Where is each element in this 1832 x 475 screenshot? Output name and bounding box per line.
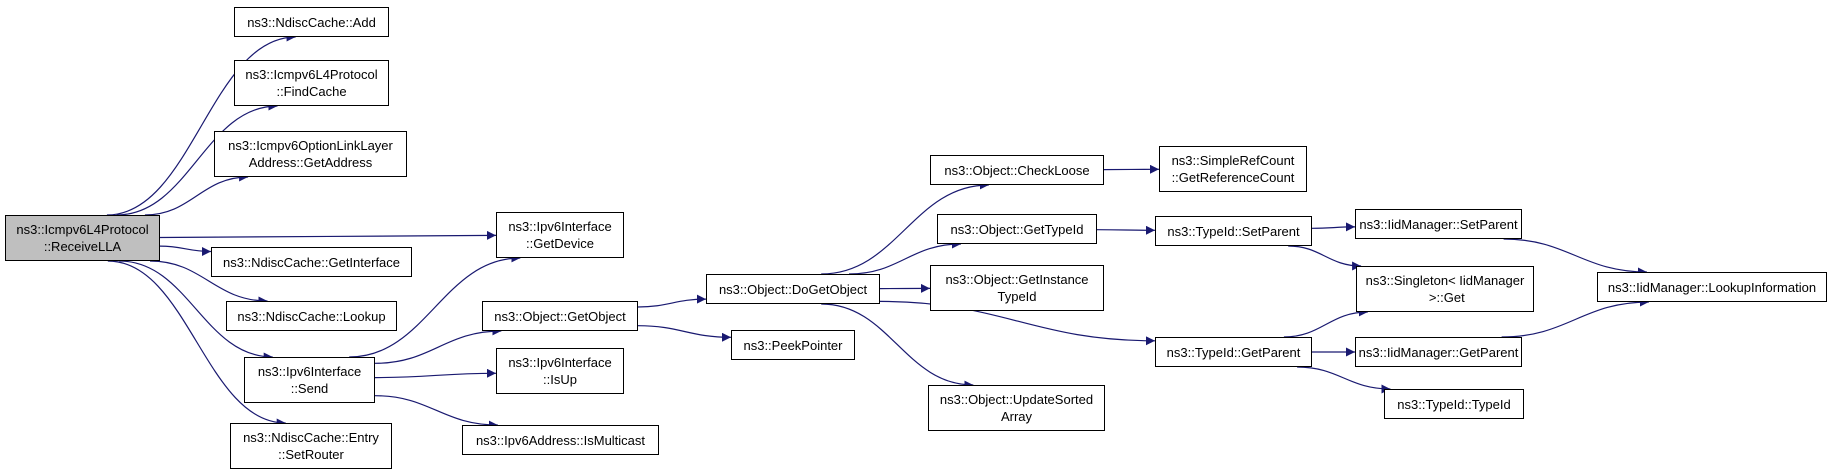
node-ipv6interface-send-label-line: ::Send (290, 381, 329, 396)
edge-getobject-to-peekpointer (637, 325, 732, 342)
edge-getobject-to-dogetobject (637, 294, 707, 308)
node-simplerefcount-getreferencecount[interactable]: ns3::SimpleRefCount::GetReferenceCount (1159, 146, 1307, 192)
node-ipv6interface-isup[interactable]: ns3::Ipv6Interface::IsUp (496, 348, 624, 394)
node-typeid-setparent[interactable]: ns3::TypeId::SetParent (1155, 216, 1312, 246)
edge-receive_lla-to-setrouter (107, 260, 286, 428)
node-ndisccache-entry-setrouter[interactable]: ns3::NdiscCache::Entry::SetRouter (230, 423, 392, 469)
edge-typeid_setparent-to-iid_setparent (1311, 222, 1356, 232)
node-icmpv6l4protocol-findcache-label-line: ::FindCache (276, 84, 347, 99)
node-object-getinstancetypeid-label-line: ns3::Object::GetInstance (945, 272, 1089, 287)
node-object-gettypeid[interactable]: ns3::Object::GetTypeId (937, 214, 1097, 244)
edge-iid_setparent-to-lookupinformation (1503, 238, 1647, 277)
node-typeid-getparent-label-line: ns3::TypeId::GetParent (1166, 344, 1301, 360)
node-object-getobject[interactable]: ns3::Object::GetObject (482, 301, 638, 331)
node-ndisccache-getinterface[interactable]: ns3::NdiscCache::GetInterface (211, 247, 412, 277)
node-icmpv6l4protocol-findcache[interactable]: ns3::Icmpv6L4Protocol::FindCache (234, 60, 389, 106)
node-ipv6interface-getdevice[interactable]: ns3::Ipv6Interface::GetDevice (496, 212, 624, 258)
node-iidmanager-lookupinformation-label-line: ns3::IidManager::LookupInformation (1607, 279, 1817, 295)
node-ndisccache-entry-setrouter-label-line: ::SetRouter (278, 447, 344, 462)
node-icmpv6optionlinklayeraddress-getaddress-label-line: ns3::Icmpv6OptionLinkLayer (228, 138, 393, 153)
node-object-getinstancetypeid-label-line: TypeId (997, 289, 1037, 304)
node-icmpv6l4protocol-receivella-label-line: ns3::Icmpv6L4Protocol (16, 222, 149, 237)
node-object-gettypeid-label-line: ns3::Object::GetTypeId (950, 221, 1084, 237)
node-iidmanager-setparent[interactable]: ns3::IidManager::SetParent (1355, 209, 1522, 239)
edge-receive_lla-to-getinterface (159, 245, 212, 256)
edge-typeid_getparent-to-typeid_typeid (1297, 366, 1391, 394)
node-object-dogetobject-label-line: ns3::Object::DoGetObject (718, 281, 868, 297)
node-ipv6interface-getdevice-label-line: ns3::Ipv6Interface (508, 219, 612, 234)
node-typeid-getparent[interactable]: ns3::TypeId::GetParent (1155, 337, 1312, 367)
edge-receive_lla-to-findcache (116, 101, 278, 216)
node-object-updatesortedarray-label-line: ns3::Object::UpdateSorted (939, 392, 1094, 407)
node-ipv6interface-send-label-line: ns3::Ipv6Interface (257, 364, 362, 379)
edge-send-to-getdevice (349, 253, 521, 358)
node-ndisccache-lookup-label-line: ns3::NdiscCache::Lookup (237, 308, 386, 324)
node-ndisccache-entry-setrouter-label-line: ns3::NdiscCache::Entry (243, 430, 379, 445)
edge-send-to-ismulticast (374, 395, 498, 430)
node-simplerefcount-getreferencecount-label-line: ::GetReferenceCount (1171, 170, 1295, 185)
node-ipv6address-ismulticast[interactable]: ns3::Ipv6Address::IsMulticast (462, 425, 659, 455)
node-peekpointer-label-line: ns3::PeekPointer (743, 337, 843, 353)
node-icmpv6l4protocol-findcache-label-line: ns3::Icmpv6L4Protocol (245, 67, 378, 82)
edge-obj_gettypeid-to-typeid_setparent (1096, 225, 1156, 235)
edge-receive_lla-to-lookup (149, 260, 268, 306)
node-ipv6address-ismulticast-label-line: ns3::Ipv6Address::IsMulticast (475, 432, 646, 448)
edge-dogetobject-to-checkloose (821, 180, 989, 275)
node-object-checkloose-label-line: ns3::Object::CheckLoose (944, 162, 1090, 178)
node-object-updatesortedarray-label-line: Array (1000, 409, 1033, 424)
node-ipv6interface-getdevice-label-line: ::GetDevice (526, 236, 594, 251)
node-iidmanager-getparent[interactable]: ns3::IidManager::GetParent (1355, 337, 1522, 367)
node-iidmanager-setparent-label-line: ns3::IidManager::SetParent (1359, 216, 1518, 232)
node-typeid-setparent-label-line: ns3::TypeId::SetParent (1167, 223, 1300, 239)
node-icmpv6l4protocol-receivella-label-line: ::ReceiveLLA (43, 239, 122, 254)
edge-iid_getparent-to-lookupinformation (1501, 297, 1649, 338)
node-simplerefcount-getreferencecount-label-line: ns3::SimpleRefCount (1171, 153, 1295, 168)
edge-typeid_getparent-to-singleton_get (1283, 307, 1368, 338)
node-ipv6interface-isup-label-line: ns3::Ipv6Interface (508, 355, 612, 370)
edge-dogetobject-to-obj_gettypeid (848, 239, 962, 275)
node-icmpv6optionlinklayeraddress-getaddress-label-line: Address::GetAddress (248, 155, 373, 170)
node-icmpv6l4protocol-receivella: ns3::Icmpv6L4Protocol::ReceiveLLA (5, 215, 160, 261)
node-ndisccache-getinterface-label-line: ns3::NdiscCache::GetInterface (222, 254, 401, 270)
node-singleton-iidmanager-get[interactable]: ns3::Singleton< IidManager >::Get (1356, 266, 1534, 312)
node-ndisccache-lookup[interactable]: ns3::NdiscCache::Lookup (226, 301, 397, 331)
node-ndisccache-add[interactable]: ns3::NdiscCache::Add (234, 7, 389, 37)
node-ipv6interface-send[interactable]: ns3::Ipv6Interface::Send (244, 357, 375, 403)
edge-receive_lla-to-ndisc_add (106, 32, 296, 216)
edge-dogetobject-to-updatesortedarray (821, 303, 974, 390)
edge-dogetobject-to-typeid_getparent (879, 300, 1156, 346)
node-ipv6interface-isup-label-line: ::IsUp (543, 372, 577, 387)
edge-send-to-isup (374, 368, 497, 379)
node-peekpointer[interactable]: ns3::PeekPointer (731, 330, 855, 360)
node-object-getobject-label-line: ns3::Object::GetObject (494, 308, 626, 324)
node-object-checkloose[interactable]: ns3::Object::CheckLoose (930, 155, 1104, 185)
node-singleton-iidmanager-get-label-line: ns3::Singleton< IidManager (1365, 273, 1525, 288)
edge-send-to-getobject (374, 326, 502, 364)
node-singleton-iidmanager-get-label-line: >::Get (1425, 290, 1465, 305)
edge-receive_lla-to-getaddress (144, 172, 249, 216)
node-typeid-typeid-label-line: ns3::TypeId::TypeId (1397, 396, 1511, 412)
node-object-dogetobject[interactable]: ns3::Object::DoGetObject (706, 274, 880, 304)
node-typeid-typeid[interactable]: ns3::TypeId::TypeId (1384, 389, 1524, 419)
edge-receive_lla-to-send (119, 260, 273, 362)
node-ndisccache-add-label-line: ns3::NdiscCache::Add (247, 14, 376, 30)
edge-typeid_setparent-to-singleton_get (1288, 245, 1362, 271)
edge-receive_lla-to-getdevice (159, 230, 497, 240)
node-iidmanager-getparent-label-line: ns3::IidManager::GetParent (1358, 344, 1519, 360)
node-iidmanager-lookupinformation[interactable]: ns3::IidManager::LookupInformation (1597, 272, 1827, 302)
